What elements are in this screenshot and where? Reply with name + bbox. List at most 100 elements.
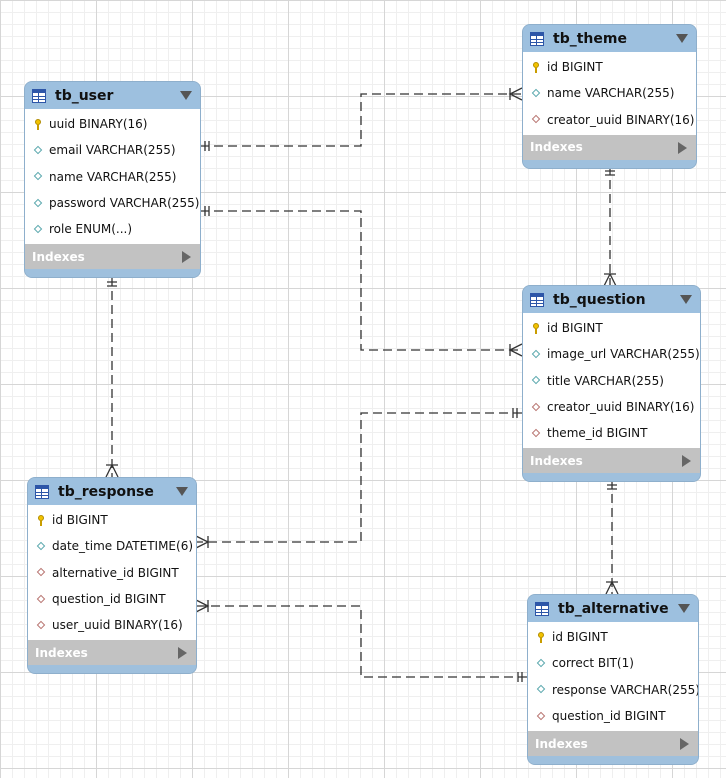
collapse-toggle-icon[interactable] (180, 91, 192, 100)
field-label: alternative_id BIGINT (52, 565, 179, 580)
relationship-user-theme (200, 93, 522, 147)
column-icon (531, 349, 542, 360)
foreign-key-icon (536, 711, 547, 722)
primary-key-icon (531, 61, 542, 73)
field-label: id BIGINT (552, 630, 608, 645)
entity-tb-alternative[interactable]: tb_alternative id BIGINT correct BIT(1) … (528, 595, 698, 765)
field-row[interactable]: password VARCHAR(255) (25, 190, 200, 216)
field-row[interactable]: name VARCHAR(255) (25, 164, 200, 190)
field-row[interactable]: creator_uuid BINARY(16) (523, 107, 696, 133)
entity-tb-response[interactable]: tb_response id BIGINT date_time DATETIME… (28, 478, 196, 674)
field-row[interactable]: creator_uuid BINARY(16) (523, 394, 700, 420)
table-icon (32, 88, 46, 103)
field-label: name VARCHAR(255) (49, 169, 177, 184)
field-label: id BIGINT (547, 60, 603, 75)
entity-header[interactable]: tb_alternative (528, 595, 698, 622)
entity-title: tb_alternative (558, 600, 669, 617)
field-row[interactable]: response VARCHAR(255) (528, 677, 698, 703)
table-icon (530, 31, 544, 46)
field-label: theme_id BIGINT (547, 426, 648, 441)
field-label: creator_uuid BINARY(16) (547, 400, 695, 415)
field-row[interactable]: alternative_id BIGINT (28, 560, 196, 586)
field-list: id BIGINT image_url VARCHAR(255) title V… (523, 313, 700, 449)
field-row[interactable]: question_id BIGINT (28, 586, 196, 612)
many-marker (195, 535, 210, 549)
collapse-toggle-icon[interactable] (176, 487, 188, 496)
field-label: password VARCHAR(255) (49, 196, 200, 211)
field-row[interactable]: correct BIT(1) (528, 650, 698, 676)
field-row[interactable]: role ENUM(...) (25, 216, 200, 242)
many-marker (508, 343, 523, 357)
table-icon (535, 601, 549, 616)
entity-footer (523, 159, 696, 168)
expand-arrow-icon[interactable] (182, 251, 191, 264)
indexes-label: Indexes (530, 140, 583, 155)
column-icon (536, 684, 547, 695)
foreign-key-icon (36, 620, 47, 631)
entity-title: tb_question (553, 291, 646, 308)
many-marker (605, 580, 619, 595)
one-marker (517, 672, 523, 682)
field-list: id BIGINT date_time DATETIME(6) alternat… (28, 505, 196, 641)
many-marker (105, 463, 119, 478)
field-row[interactable]: id BIGINT (528, 624, 698, 650)
field-label: question_id BIGINT (52, 592, 166, 607)
foreign-key-icon (36, 594, 47, 605)
indexes-section[interactable]: Indexes (25, 244, 200, 270)
table-icon (530, 292, 544, 307)
field-label: response VARCHAR(255) (552, 682, 698, 697)
field-row[interactable]: id BIGINT (523, 54, 696, 80)
entity-tb-question[interactable]: tb_question id BIGINT image_url VARCHAR(… (523, 286, 700, 482)
field-row[interactable]: theme_id BIGINT (523, 420, 700, 446)
indexes-label: Indexes (535, 736, 588, 751)
entity-tb-theme[interactable]: tb_theme id BIGINT name VARCHAR(255) cre… (523, 25, 696, 168)
expand-arrow-icon[interactable] (680, 738, 689, 751)
field-row[interactable]: user_uuid BINARY(16) (28, 612, 196, 638)
collapse-toggle-icon[interactable] (676, 34, 688, 43)
expand-arrow-icon[interactable] (678, 141, 687, 154)
field-row[interactable]: title VARCHAR(255) (523, 368, 700, 394)
entity-footer (523, 473, 700, 482)
field-row[interactable]: email VARCHAR(255) (25, 137, 200, 163)
collapse-toggle-icon[interactable] (678, 604, 690, 613)
indexes-section[interactable]: Indexes (28, 640, 196, 666)
column-icon (536, 658, 547, 669)
field-label: id BIGINT (547, 321, 603, 336)
field-label: uuid BINARY(16) (49, 117, 148, 132)
one-marker (512, 408, 518, 418)
entity-title: tb_theme (553, 30, 627, 47)
field-row[interactable]: uuid BINARY(16) (25, 111, 200, 137)
entity-header[interactable]: tb_question (523, 286, 700, 313)
field-row[interactable]: question_id BIGINT (528, 703, 698, 729)
entity-header[interactable]: tb_response (28, 478, 196, 505)
entity-title: tb_response (58, 483, 154, 500)
expand-arrow-icon[interactable] (178, 647, 187, 660)
indexes-section[interactable]: Indexes (528, 731, 698, 757)
entity-header[interactable]: tb_user (25, 82, 200, 109)
field-row[interactable]: image_url VARCHAR(255) (523, 341, 700, 367)
field-row[interactable]: id BIGINT (523, 315, 700, 341)
one-marker (204, 206, 210, 216)
field-label: email VARCHAR(255) (49, 143, 176, 158)
indexes-section[interactable]: Indexes (523, 448, 700, 474)
many-marker (603, 272, 617, 287)
field-label: correct BIT(1) (552, 656, 634, 671)
field-row[interactable]: date_time DATETIME(6) (28, 533, 196, 559)
primary-key-icon (536, 631, 547, 643)
field-label: user_uuid BINARY(16) (52, 618, 183, 633)
field-list: uuid BINARY(16) email VARCHAR(255) name … (25, 109, 200, 245)
field-row[interactable]: id BIGINT (28, 507, 196, 533)
column-icon (36, 541, 47, 552)
field-label: creator_uuid BINARY(16) (547, 112, 695, 127)
field-row[interactable]: name VARCHAR(255) (523, 80, 696, 106)
collapse-toggle-icon[interactable] (680, 295, 692, 304)
expand-arrow-icon[interactable] (682, 455, 691, 468)
entity-tb-user[interactable]: tb_user uuid BINARY(16) email VARCHAR(25… (25, 82, 200, 278)
one-marker (204, 141, 210, 151)
column-icon (531, 375, 542, 386)
indexes-section[interactable]: Indexes (523, 134, 696, 160)
column-icon (33, 145, 44, 156)
entity-header[interactable]: tb_theme (523, 25, 696, 52)
field-label: title VARCHAR(255) (547, 373, 664, 388)
foreign-key-icon (531, 114, 542, 125)
